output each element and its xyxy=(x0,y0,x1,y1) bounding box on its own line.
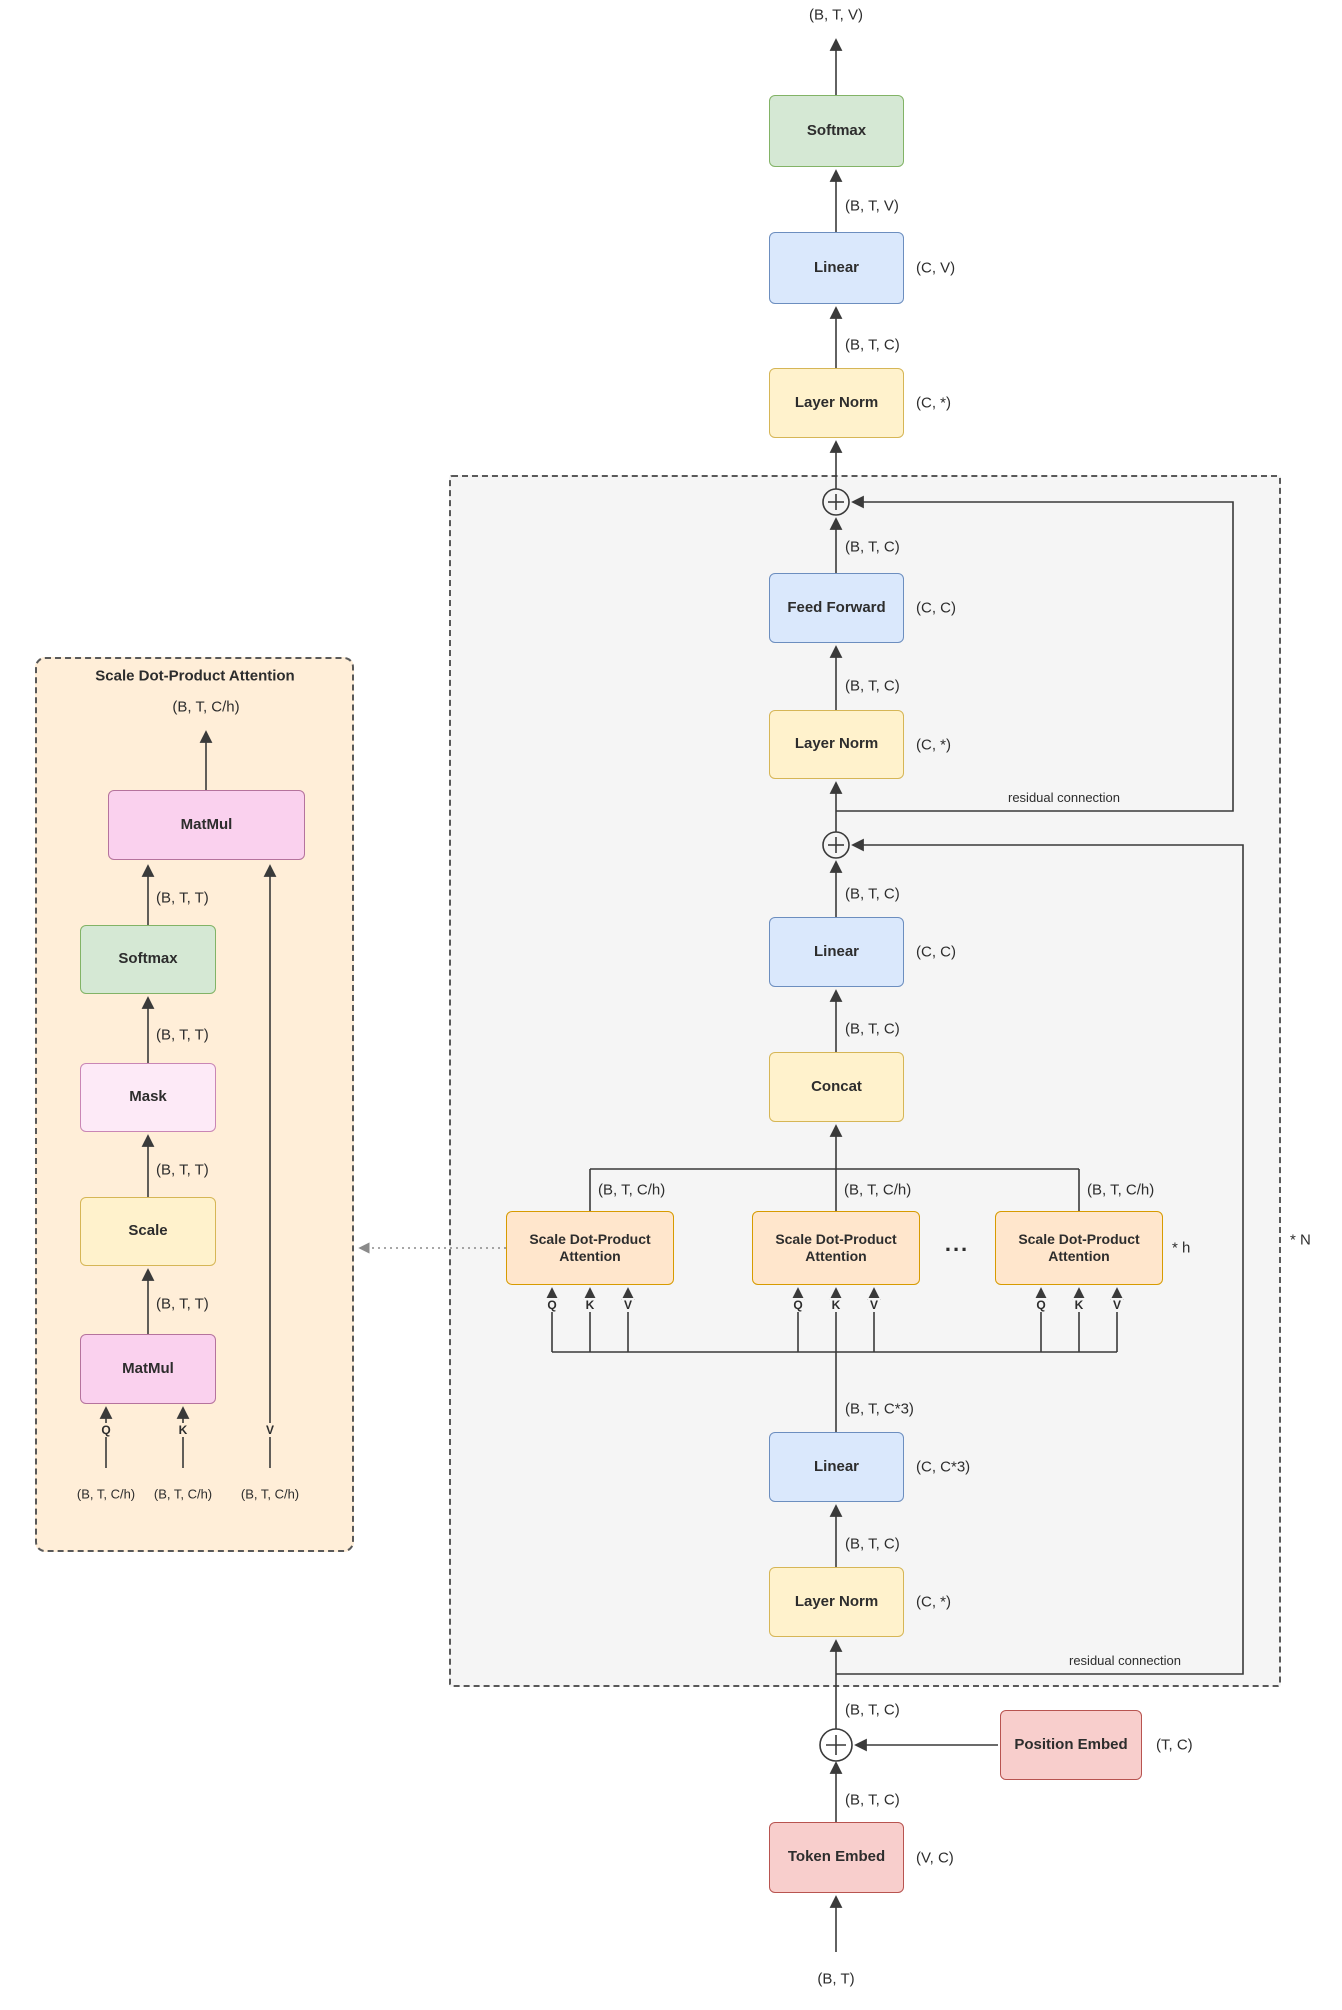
softmax-head-box: Softmax xyxy=(769,95,904,167)
head2-q-label: Q xyxy=(791,1298,805,1312)
detail-flow-arrows xyxy=(99,730,277,1468)
residual-connection-lower-label: residual connection xyxy=(1069,1653,1182,1668)
add-circle-mid xyxy=(822,831,850,859)
tensor-label-btv: (B, T, V) xyxy=(845,197,899,215)
tensor-label-output-top: (B, T, V) xyxy=(809,6,863,24)
detail-tensor-btt4: (B, T, T) xyxy=(156,1295,209,1313)
linear-proj-box: Linear xyxy=(769,917,904,987)
detail-k-label: K xyxy=(176,1423,190,1437)
tensor-label-btc4: (B, T, C) xyxy=(845,885,900,903)
head2-v-label: V xyxy=(867,1298,881,1312)
detail-q-input-tensor: (B, T, C/h) xyxy=(76,1486,136,1502)
attention-detail-title: Scale Dot-Product Attention xyxy=(95,667,295,685)
param-label-cstar-1: (C, *) xyxy=(916,1593,951,1611)
detail-tensor-btt3: (B, T, T) xyxy=(156,1161,209,1179)
head3-k-label: K xyxy=(1072,1298,1086,1312)
head1-v-label: V xyxy=(621,1298,635,1312)
linear-head-box: Linear xyxy=(769,232,904,304)
param-label-cc3: (C, C*3) xyxy=(916,1458,971,1476)
concat-box: Concat xyxy=(769,1052,904,1122)
add-circle-top xyxy=(822,488,850,516)
linear-qkv-box: Linear xyxy=(769,1432,904,1502)
tensor-label-bt-input: (B, T) xyxy=(817,1970,855,1988)
add-junctions xyxy=(819,488,853,1762)
main-flow-arrows xyxy=(545,38,1124,1952)
attention-head-3-box: Scale Dot-Product Attention xyxy=(995,1211,1163,1285)
tensor-label-btc1: (B, T, C) xyxy=(845,336,900,354)
detail-output-tensor-label: (B, T, C/h) xyxy=(172,698,240,716)
tensor-label-btc7: (B, T, C) xyxy=(845,1701,900,1719)
detail-matmul-bottom-box: MatMul xyxy=(80,1334,216,1404)
param-label-cc-ff: (C, C) xyxy=(916,599,956,617)
detail-k-input-tensor: (B, T, C/h) xyxy=(153,1486,213,1502)
tensor-label-btc2: (B, T, C) xyxy=(845,538,900,556)
residual-connection-upper-label: residual connection xyxy=(1008,790,1121,805)
layer-norm-1-box: Layer Norm xyxy=(769,1567,904,1637)
detail-softmax-box: Softmax xyxy=(80,925,216,994)
tensor-label-btch2: (B, T, C/h) xyxy=(844,1181,912,1199)
param-label-cc-proj: (C, C) xyxy=(916,943,956,961)
ellipsis-more-heads: ... xyxy=(944,1231,970,1256)
detail-scale-box: Scale xyxy=(80,1197,216,1266)
tensor-label-btch3: (B, T, C/h) xyxy=(1087,1181,1155,1199)
tensor-label-btc6: (B, T, C) xyxy=(845,1535,900,1553)
layer-norm-final-box: Layer Norm xyxy=(769,368,904,438)
tensor-label-btch1: (B, T, C/h) xyxy=(598,1181,666,1199)
tensor-label-btc3: (B, T, C) xyxy=(845,677,900,695)
detail-tensor-btt1: (B, T, T) xyxy=(156,889,209,907)
feed-forward-box: Feed Forward xyxy=(769,573,904,643)
tensor-label-btc5: (B, T, C) xyxy=(845,1020,900,1038)
blocks-multiplier-label: * N xyxy=(1290,1231,1311,1249)
param-label-vc: (V, C) xyxy=(916,1849,954,1867)
add-circle-bottom xyxy=(819,1728,853,1762)
detail-v-label: V xyxy=(263,1423,277,1437)
residual-connection-wires xyxy=(836,495,1244,1675)
layer-norm-2-box: Layer Norm xyxy=(769,710,904,779)
detail-matmul-top-box: MatMul xyxy=(108,790,305,860)
head3-v-label: V xyxy=(1110,1298,1124,1312)
head3-q-label: Q xyxy=(1034,1298,1048,1312)
head1-q-label: Q xyxy=(545,1298,559,1312)
detail-tensor-btt2: (B, T, T) xyxy=(156,1026,209,1044)
tensor-label-btc8: (B, T, C) xyxy=(845,1791,900,1809)
detail-q-label: Q xyxy=(99,1423,113,1437)
tensor-label-btc3x: (B, T, C*3) xyxy=(845,1400,914,1418)
detail-v-input-tensor: (B, T, C/h) xyxy=(240,1486,300,1502)
detail-mask-box: Mask xyxy=(80,1063,216,1132)
heads-multiplier-label: * h xyxy=(1172,1239,1191,1257)
attention-head-1-box: Scale Dot-Product Attention xyxy=(506,1211,674,1285)
param-label-cstar-final: (C, *) xyxy=(916,394,951,412)
token-embed-box: Token Embed xyxy=(769,1822,904,1893)
param-label-cv: (C, V) xyxy=(916,259,956,277)
param-label-tc: (T, C) xyxy=(1156,1736,1193,1754)
position-embed-box: Position Embed xyxy=(1000,1710,1142,1780)
head1-k-label: K xyxy=(583,1298,597,1312)
param-label-cstar-2: (C, *) xyxy=(916,736,951,754)
attention-head-2-box: Scale Dot-Product Attention xyxy=(752,1211,920,1285)
head2-k-label: K xyxy=(829,1298,843,1312)
